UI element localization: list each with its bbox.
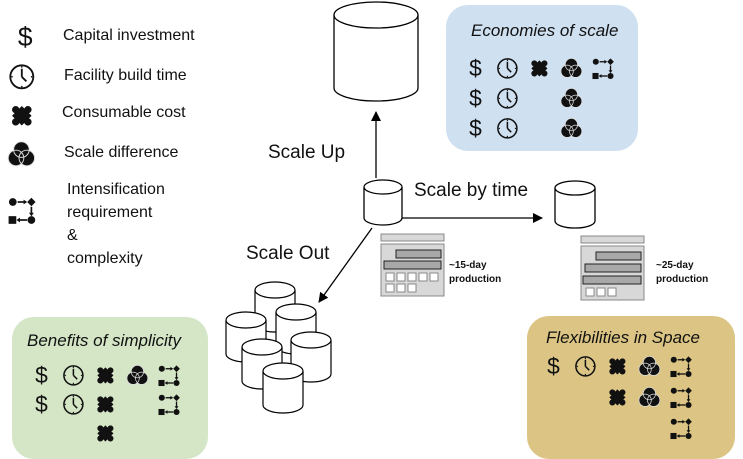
venn-icon	[560, 88, 583, 108]
flow-icon	[8, 197, 36, 224]
cylinder-cluster	[225, 281, 332, 414]
calendar-day-box	[407, 272, 417, 282]
legend-label: Consumable cost	[62, 104, 186, 121]
venn-icon	[560, 58, 583, 78]
flexibilities-in-space-panel: Flexibilities in Space $	[527, 316, 735, 459]
legend-label-line: requirement &	[67, 204, 153, 244]
clock-icon	[575, 356, 596, 377]
calendar-day-box	[407, 283, 417, 293]
legend-label-line: Intensification	[67, 181, 165, 198]
large-cylinder	[333, 1, 419, 102]
production-word: production	[656, 274, 709, 285]
flow-icon	[158, 394, 180, 416]
svg-text:$: $	[35, 391, 48, 417]
dollar-icon: $	[35, 362, 48, 388]
venn-icon	[638, 356, 661, 376]
economies-of-scale-panel: Economies of scale $ $ $	[446, 5, 638, 151]
production-15-day-label: ~15-day production	[449, 259, 501, 287]
svg-text:$: $	[18, 22, 33, 52]
center-cylinder	[363, 179, 403, 226]
calendar-day-box	[429, 272, 439, 282]
dollar-icon: $	[469, 85, 482, 111]
clock-icon	[63, 365, 84, 386]
panel-title: Flexibilities in Space	[546, 328, 701, 347]
dollar-icon: $	[35, 391, 48, 417]
venn-icon	[126, 365, 149, 385]
flow-icon	[670, 387, 692, 409]
production-duration: ~15-day	[449, 260, 487, 271]
dollar-icon: $	[469, 55, 482, 81]
production-duration: ~25-day	[656, 260, 694, 271]
clock-icon	[9, 64, 35, 90]
venn-icon	[560, 118, 583, 138]
puzzle-icon	[609, 389, 626, 406]
right-cylinder	[554, 180, 596, 229]
calendar-day-box	[585, 287, 595, 297]
puzzle-icon	[97, 396, 114, 413]
benefits-of-simplicity-panel: Benefits of simplicity $ $	[12, 317, 208, 459]
puzzle-icon	[97, 425, 114, 442]
production-25-day-label: ~25-day production	[656, 259, 708, 287]
flow-icon	[670, 356, 692, 378]
svg-text:$: $	[547, 353, 560, 379]
dollar-icon: $	[469, 115, 482, 141]
venn-icon	[7, 141, 36, 167]
clock-icon	[497, 58, 518, 79]
flow-icon	[158, 365, 180, 387]
calendar-day-box	[396, 283, 406, 293]
legend-label: Scale difference	[64, 144, 179, 161]
svg-text:$: $	[469, 115, 482, 141]
calendar-day-box	[385, 272, 395, 282]
calendar-day-box	[396, 272, 406, 282]
puzzle-icon	[531, 60, 548, 77]
dollar-icon: $	[547, 353, 560, 379]
panel-title: Benefits of simplicity	[27, 331, 181, 350]
calendar-25-day	[580, 235, 645, 301]
venn-icon	[638, 387, 661, 407]
legend-label: Facility build time	[64, 67, 187, 84]
legend-label: Capital investment	[63, 27, 195, 44]
calendar-day-box	[385, 283, 395, 293]
flow-icon	[592, 58, 614, 80]
scale-by-time-label: Scale by time	[414, 180, 529, 201]
calendar-day-box	[596, 287, 606, 297]
flow-icon	[670, 418, 692, 440]
scale-out-label: Scale Out	[246, 243, 330, 264]
puzzle-icon	[97, 367, 114, 384]
small-cylinder	[262, 362, 304, 414]
scale-up-label: Scale Up	[268, 142, 346, 163]
legend-label: Intensification requirement & complexity	[67, 178, 165, 270]
panel-title: Economies of scale	[471, 21, 619, 40]
scale-out-arrow	[318, 227, 373, 303]
legend-label-line: complexity	[67, 250, 143, 267]
calendar-day-box	[607, 287, 617, 297]
clock-icon	[497, 88, 518, 109]
dollar-icon: $	[18, 22, 33, 52]
svg-text:$: $	[35, 362, 48, 388]
puzzle-icon	[12, 106, 32, 126]
clock-icon	[63, 394, 84, 415]
puzzle-icon	[609, 358, 626, 375]
production-word: production	[449, 274, 502, 285]
calendar-day-box	[418, 272, 428, 282]
calendar-15-day	[380, 233, 445, 297]
svg-text:$: $	[469, 55, 482, 81]
clock-icon	[497, 118, 518, 139]
svg-text:$: $	[469, 85, 482, 111]
